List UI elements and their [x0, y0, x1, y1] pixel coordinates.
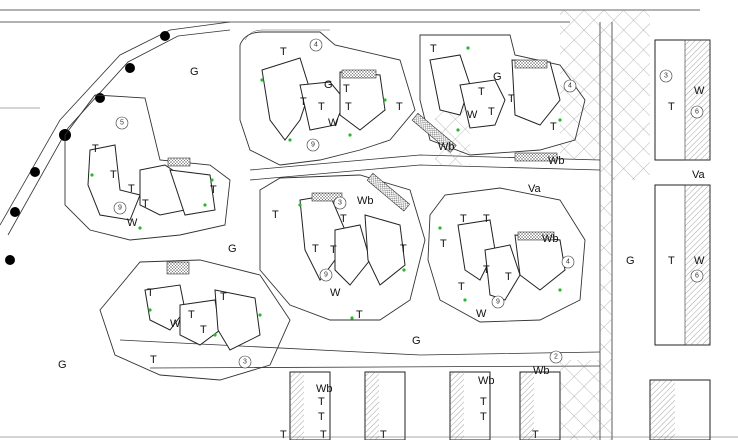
right-w-mid: W	[694, 255, 705, 267]
block-e-t3: T	[483, 213, 490, 225]
block-f-t1: T	[147, 287, 154, 299]
bottom-t8: T	[532, 429, 539, 440]
label-wb-bottom-1: Wb	[316, 383, 333, 395]
block-f: 3 T T T T T W	[99, 259, 291, 381]
block-b-t4: T	[343, 83, 350, 95]
label-g-mid-left: G	[228, 243, 237, 255]
right-circle-3: 6	[695, 273, 699, 280]
block-d: 3 9 T T T T T T W	[259, 174, 426, 321]
block-e-num-top: 4	[566, 259, 570, 266]
right-t-top: T	[668, 101, 675, 113]
block-a-t1: T	[92, 143, 99, 155]
block-a-num-top: 5	[120, 120, 124, 127]
block-d-w: W	[330, 287, 341, 299]
block-c-num-top: 4	[568, 83, 572, 90]
label-g-left: G	[58, 359, 67, 371]
block-d-t4: T	[330, 244, 337, 256]
bottom-buildings: 2 T T T T T T T T	[280, 350, 711, 440]
block-b-num-top: 4	[314, 42, 318, 49]
block-a-t4: T	[142, 198, 149, 210]
bottom-t5: T	[320, 429, 327, 440]
right-circle-1: 3	[664, 73, 668, 80]
block-b-t6: T	[396, 101, 403, 113]
block-c-t5: T	[550, 121, 557, 133]
right-circle-2: 6	[695, 109, 699, 116]
block-c-t2: T	[478, 86, 485, 98]
block-f-t2: T	[188, 309, 195, 321]
block-e: 4 9 T T T T T T W	[427, 187, 586, 323]
block-a: 5 9 T T T T T W	[64, 94, 231, 241]
label-wb-bottom-2: Wb	[478, 375, 495, 387]
block-e-num-mid: 9	[496, 299, 500, 306]
label-va-top: Va	[528, 183, 542, 195]
block-f-w: W	[170, 318, 181, 330]
block-c-t1: T	[430, 43, 437, 55]
right-buildings: 3 6 6 T W T W	[654, 39, 711, 346]
block-c-t3: T	[488, 106, 495, 118]
block-d-t3: T	[312, 243, 319, 255]
label-g-right: G	[626, 255, 635, 267]
tree-row	[5, 31, 170, 265]
block-b-t3: T	[318, 101, 325, 113]
block-c-w: W	[467, 109, 478, 121]
block-b-w: W	[328, 117, 339, 129]
plaza-crosshatch	[435, 10, 650, 440]
block-c-t4: T	[508, 93, 515, 105]
block-b-g: G	[324, 79, 333, 91]
block-e-t4: T	[483, 264, 490, 276]
block-f-t3: T	[200, 324, 207, 336]
block-b-t1: T	[280, 46, 287, 58]
block-d-num-top: 3	[338, 200, 342, 207]
block-a-t2: T	[110, 169, 117, 181]
bottom-t4: T	[480, 411, 487, 423]
block-e-w: W	[476, 308, 487, 320]
block-f-t5: T	[220, 291, 227, 303]
block-b: 4 9 T T T T T T W G	[239, 31, 416, 166]
label-wb-center: Wb	[357, 195, 374, 207]
block-d-t5: T	[400, 243, 407, 255]
block-d-num-mid: 9	[324, 272, 328, 279]
parking-strips	[366, 112, 558, 212]
block-e-t5: T	[505, 271, 512, 283]
block-a-num-mid: 9	[118, 205, 122, 212]
block-b-t2: T	[300, 96, 307, 108]
block-f-t4: T	[150, 354, 157, 366]
block-b-t5: T	[345, 101, 352, 113]
label-va-mid: Va	[692, 169, 706, 181]
right-w-top: W	[694, 85, 705, 97]
block-c: 4 T T T T T W G	[419, 34, 586, 156]
block-e-t1: T	[440, 238, 447, 250]
block-d-t6: T	[356, 309, 363, 321]
bottom-circle: 2	[554, 354, 558, 361]
label-wb-right-mid: Wb	[542, 233, 559, 245]
label-g-bottom: G	[412, 335, 421, 347]
bottom-t1: T	[318, 396, 325, 408]
right-t-mid: T	[668, 255, 675, 267]
block-b-num-mid: 9	[311, 142, 315, 149]
bottom-t6: T	[280, 429, 287, 440]
block-a-t3: T	[128, 183, 135, 195]
block-d-t2: T	[340, 213, 347, 225]
block-e-t6: T	[458, 281, 465, 293]
label-wb-right-top: Wb	[548, 155, 565, 167]
zone-labels: G G G G G Va Va Wb Wb Wb Wb Wb Wb Wb	[58, 66, 706, 395]
label-wb-top: Wb	[438, 141, 455, 153]
block-c-g: G	[493, 71, 502, 83]
block-a-t5: T	[210, 184, 217, 196]
block-f-num: 3	[243, 359, 247, 366]
bottom-t3: T	[480, 396, 487, 408]
label-wb-bottom-3: Wb	[533, 365, 550, 377]
bottom-t7: T	[380, 429, 387, 440]
bottom-t2: T	[318, 411, 325, 423]
block-d-t1: T	[272, 209, 279, 221]
label-g-top: G	[190, 66, 199, 78]
block-a-w: W	[127, 217, 138, 229]
block-e-t2: T	[460, 213, 467, 225]
